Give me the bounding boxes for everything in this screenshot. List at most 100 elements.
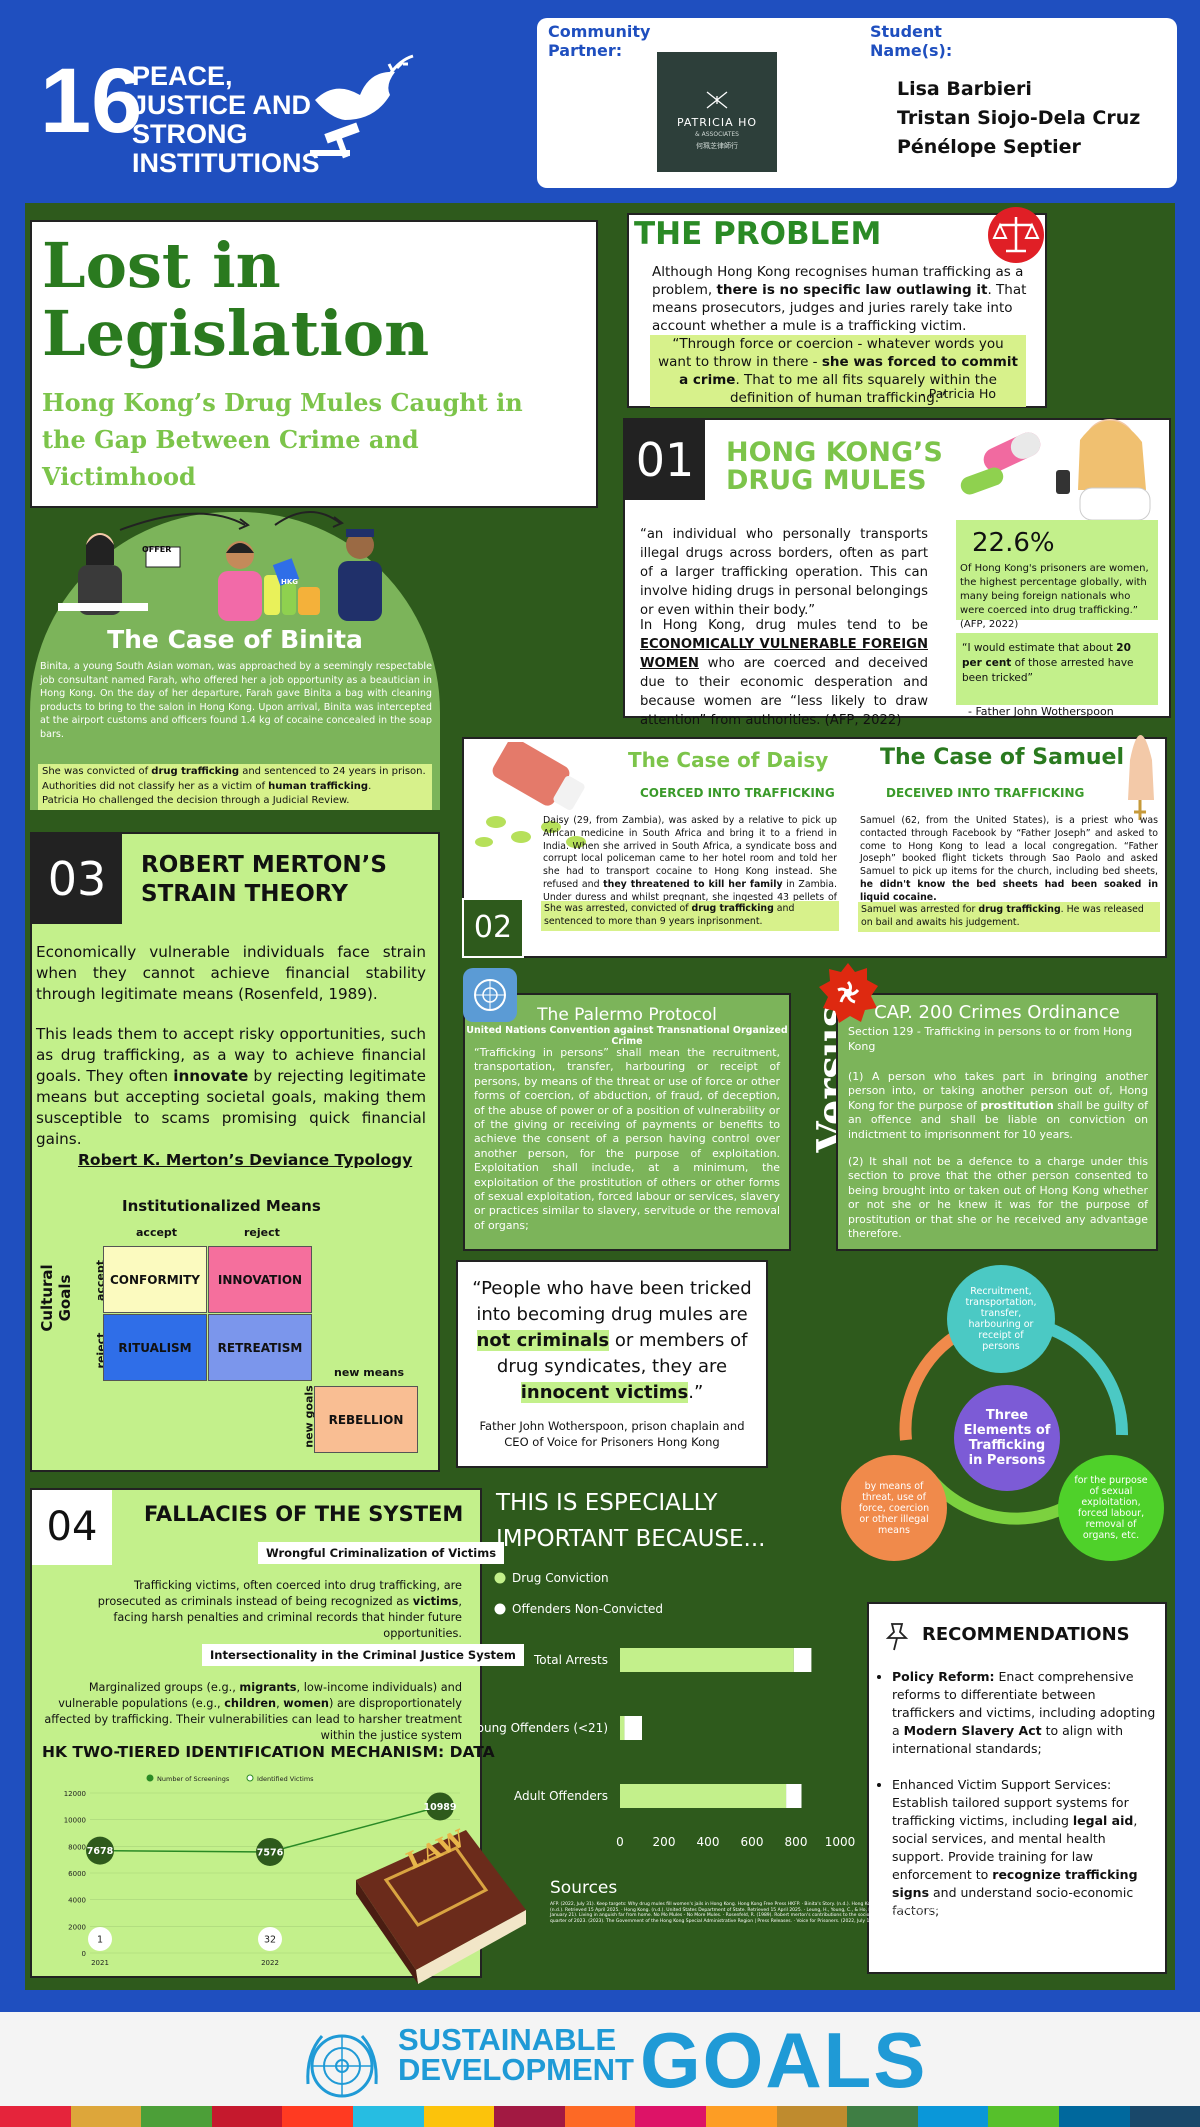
bar xyxy=(620,1716,625,1740)
recommendations-title: RECOMMENDATIONS xyxy=(922,1624,1130,1645)
recommendation-text: Enact comprehensive reforms to different… xyxy=(892,1669,1156,1738)
palermo-subtitle: United Nations Convention against Transn… xyxy=(466,1025,788,1047)
y-tick-label: 4000 xyxy=(68,1897,86,1905)
recommendation-emphasis: recognize trafficking signs xyxy=(892,1867,1138,1900)
recommendation-text: Enhanced Victim Support Services: Establ… xyxy=(892,1777,1129,1828)
hk-flag-icon xyxy=(819,963,878,1023)
drug-mules-text-part: who are coerced and deceived due to thei… xyxy=(640,656,928,728)
crimes-ordinance-title: CAP. 200 Crimes Ordinance xyxy=(874,1002,1120,1023)
page-subtitle: Hong Kong’s Drug Mules Caught in the Gap… xyxy=(42,388,523,491)
legend-label: Offenders Non-Convicted xyxy=(512,1602,663,1616)
bar xyxy=(620,1784,787,1808)
sdg-color-block xyxy=(494,2106,565,2127)
binita-note-emphasis: human trafficking xyxy=(268,780,369,792)
crimes-ordinance-text: (1) A person who takes part in bringing … xyxy=(848,1070,1148,1142)
quote-highlight: not criminals xyxy=(476,1330,610,1351)
hkg-bag-label: HKG xyxy=(281,578,299,586)
daisy-note-part: She was arrested, convicted of xyxy=(544,903,692,914)
bar-category-label: Total Arrests xyxy=(533,1653,608,1667)
sdg-footer-line: DEVELOPMENT xyxy=(398,2052,634,2087)
recommendation-text: and understand socio-economic factors; xyxy=(892,1885,1134,1918)
sdg16-number: 16 xyxy=(40,50,143,152)
bar xyxy=(793,1648,812,1672)
wotherspoon-quote: “People who have been tricked into becom… xyxy=(466,1276,758,1406)
fallacies-text-part: ) are disproportionately affected by tra… xyxy=(44,1697,462,1742)
stat-value: 22.6% xyxy=(972,528,1055,558)
page-title: Lost in Legislation xyxy=(42,232,429,368)
dove-gavel-icon xyxy=(310,54,414,159)
x-tick-label: 800 xyxy=(785,1835,808,1849)
quote-part: “People who have been tricked into becom… xyxy=(472,1278,752,1325)
strain-theory-title-line: ROBERT MERTON’S xyxy=(141,852,387,878)
estimate-quote-part: of those arrested have been tricked” xyxy=(962,657,1134,684)
daisy-note: She was arrested, convicted of drug traf… xyxy=(541,901,839,931)
sdg-color-block xyxy=(988,2106,1059,2127)
problem-text: Although Hong Kong recognises human traf… xyxy=(652,263,1032,335)
estimate-quote: “I would estimate that about 20 per cent… xyxy=(962,641,1152,686)
element-purpose: for the purpose of sexual exploitation, … xyxy=(1058,1455,1164,1561)
drug-mules-text-part: In Hong Kong, drug mules tend to be xyxy=(640,618,928,633)
partner-logo-cjk: 何珮芝律師行 xyxy=(696,142,738,150)
sdg-color-block xyxy=(705,2106,777,2127)
stat-text: Of Hong Kong's prisoners are women, the … xyxy=(960,563,1149,630)
daisy-text-emphasis: they threatened to kill her family xyxy=(603,878,783,890)
law-book-icon xyxy=(356,1830,526,1984)
data-label: 7678 xyxy=(87,1846,114,1857)
crimes-ordinance-text: (2) It shall not be a defence to a charg… xyxy=(848,1155,1148,1241)
quote-highlight: innocent victims xyxy=(520,1382,689,1403)
data-point xyxy=(86,1836,114,1865)
partner-logo-mark-icon xyxy=(706,91,728,109)
estimate-quote-emphasis: 20 per cent xyxy=(962,642,1131,669)
pill-bottle-icon xyxy=(475,742,586,848)
fallacies-emphasis: migrants xyxy=(239,1681,297,1694)
problem-quote: “Through force or coercion - whatever wo… xyxy=(650,335,1026,407)
data-point xyxy=(256,1837,284,1866)
recommendation-emphasis: Policy Reform: xyxy=(892,1669,995,1684)
legend-label: Drug Conviction xyxy=(512,1571,609,1585)
recommendation-emphasis: Modern Slavery Act xyxy=(903,1723,1042,1738)
strain-theory-text-part: This leads them to accept risky opportun… xyxy=(36,1025,426,1085)
un-emblem-icon xyxy=(463,968,517,1022)
sdg-color-block xyxy=(1058,2106,1130,2127)
recommendations-card xyxy=(867,1602,1167,1974)
fallacies-text-part: , xyxy=(276,1697,284,1710)
x-tick-label: 2021 xyxy=(91,1959,109,1967)
binita-note-text: . xyxy=(368,780,372,792)
sdg-color-block xyxy=(141,2106,212,2127)
y-tick-label: 12000 xyxy=(64,1790,86,1798)
sdg-color-block xyxy=(776,2106,848,2127)
daisy-note-emphasis: drug trafficking xyxy=(691,903,774,914)
data-label: 10989 xyxy=(423,1802,456,1813)
y-tick-label: 8000 xyxy=(68,1843,86,1851)
conformity-cell: CONFORMITY xyxy=(103,1246,207,1313)
binita-note-text: and sentenced to 24 years in prison. Aut… xyxy=(42,766,426,792)
student-name: Lisa Barbieri xyxy=(897,78,1032,100)
student-name: Pénélope Septier xyxy=(897,136,1081,158)
drug-mules-title-line: HONG KONG’S xyxy=(726,437,943,468)
fallacies-title: FALLACIES OF THE SYSTEM xyxy=(144,1502,464,1526)
samuel-text-part: Samuel (62, from the United States), is … xyxy=(860,815,1158,878)
recommendation-emphasis: legal aid xyxy=(1072,1813,1134,1828)
samuel-note-part: . He was released on bail and awaits his… xyxy=(861,904,1144,928)
daisy-note-part: and sentenced to more than 9 years inpri… xyxy=(544,903,795,927)
elements-center: Three Elements of Trafficking in Persons xyxy=(954,1385,1060,1491)
strain-theory-title-line: STRAIN THEORY xyxy=(141,881,348,907)
sdg-color-block xyxy=(564,2106,636,2127)
drug-mule-definition: “an individual who personally transports… xyxy=(640,527,928,618)
palermo-protocol-card xyxy=(463,993,791,1251)
fallacies-text-part: , facing harsh penalties and criminal re… xyxy=(113,1595,462,1640)
strain-theory-text: This leads them to accept risky opportun… xyxy=(36,1024,426,1150)
wotherspoon-quote-card xyxy=(456,1260,768,1468)
bar-category-label: Young Offenders (<21) xyxy=(480,1721,608,1735)
legend-label: Identified Victims xyxy=(257,1775,314,1783)
problem-quote-part: . That to me all fits squarely within th… xyxy=(729,372,997,406)
sdg16-title: PEACE, JUSTICE AND STRONG INSTITUTIONS xyxy=(132,61,320,178)
partner-logo-sub: & ASSOCIATES xyxy=(695,131,739,138)
crimes-ordinance-text-part: shall be guilty of an offence and shall … xyxy=(848,1098,1148,1141)
section-number: 03 xyxy=(32,834,122,924)
samuel-title: The Case of Samuel xyxy=(880,745,1124,770)
quote-part: or members of drug syndicates, they are xyxy=(496,1330,748,1377)
un-emblem-icon xyxy=(306,2034,378,2098)
fallacies-text: Marginalized groups (e.g., migrants, low… xyxy=(42,1680,462,1744)
sdg-color-block xyxy=(0,2106,71,2127)
